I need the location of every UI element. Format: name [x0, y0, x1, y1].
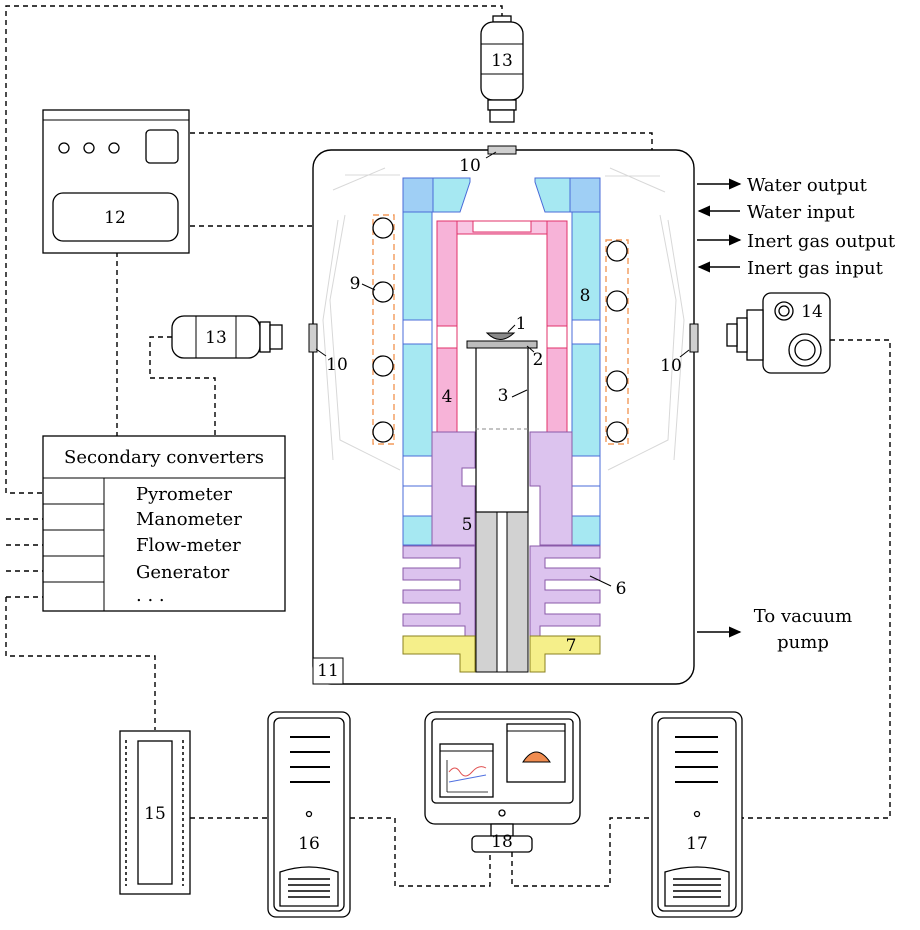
window-right — [689, 323, 699, 353]
camera-device: 14 — [726, 292, 831, 374]
label-13-side: 13 — [205, 328, 227, 348]
converter-item-pyrometer: Pyrometer — [136, 484, 232, 505]
flow-arrows: Water output Water input Inert gas outpu… — [697, 175, 896, 653]
label-17: 17 — [686, 834, 708, 854]
window-left — [308, 323, 318, 353]
label-16: 16 — [298, 834, 320, 854]
power-module: 15 — [119, 730, 191, 895]
generator-unit: 12 — [42, 109, 190, 254]
water-input-label: Water input — [747, 202, 855, 223]
converter-item-manometer: Manometer — [136, 509, 242, 530]
label-10-top: 10 — [459, 156, 481, 176]
gas-cylinder-side: 13 — [171, 315, 283, 359]
label-6: 6 — [616, 579, 627, 599]
computer-16: 16 — [267, 711, 351, 918]
monitor-18: 18 — [424, 711, 581, 853]
computer-17: 17 — [651, 711, 743, 918]
gas-output-label: Inert gas output — [747, 231, 896, 252]
label-15: 15 — [144, 804, 166, 824]
label-10-right: 10 — [660, 356, 682, 376]
label-9: 9 — [350, 274, 361, 294]
label-8: 8 — [580, 286, 591, 306]
base-flange — [402, 431, 601, 638]
label-7: 7 — [566, 636, 577, 656]
sample-thumbnail — [522, 751, 551, 763]
label-11: 11 — [317, 661, 339, 681]
support-rod — [475, 346, 530, 673]
label-5: 5 — [462, 515, 473, 535]
gas-input-label: Inert gas input — [747, 258, 884, 279]
converters-title: Secondary converters — [64, 447, 264, 468]
label-14: 14 — [801, 302, 823, 322]
converter-item-flow-meter: Flow-meter — [136, 535, 241, 556]
water-output-label: Water output — [747, 175, 868, 196]
induction-coils — [372, 214, 629, 445]
furnace-assembly: 1 2 3 4 5 6 7 8 9 — [350, 177, 629, 673]
vacuum-label-2: pump — [777, 632, 829, 653]
sample-crucible — [485, 332, 516, 340]
label-4: 4 — [442, 387, 453, 407]
label-12: 12 — [104, 208, 126, 228]
converter-item-more: . . . — [136, 585, 165, 606]
label-13-top: 13 — [491, 51, 513, 71]
label-3: 3 — [498, 386, 509, 406]
label-2: 2 — [533, 350, 544, 370]
mount-plate — [402, 635, 601, 673]
label-1: 1 — [516, 314, 527, 334]
window-top — [487, 145, 517, 155]
gas-cylinder-top: 13 — [480, 15, 524, 123]
converter-item-generator: Generator — [136, 562, 230, 583]
label-18: 18 — [491, 832, 513, 852]
heater — [436, 220, 568, 434]
secondary-converters-panel: Secondary converters Pyrometer Manometer… — [42, 435, 286, 612]
vacuum-label-1: To vacuum — [754, 606, 852, 627]
label-10-left: 10 — [326, 355, 348, 375]
crucible-platform — [466, 340, 538, 349]
